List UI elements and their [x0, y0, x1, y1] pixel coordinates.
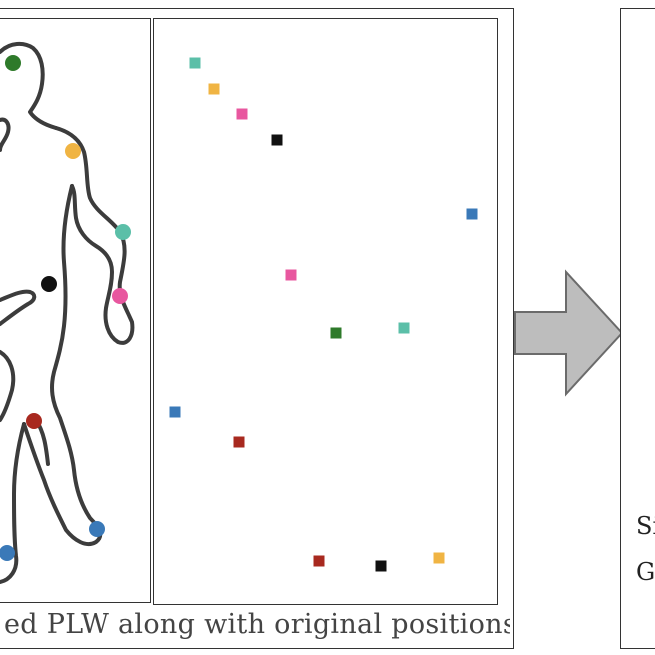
fragment-label-top: Si: [636, 512, 655, 540]
scattered-red-2: [313, 555, 325, 567]
scattered-red-1: [233, 436, 245, 448]
caption-text: ed PLW along with original positions: [0, 603, 510, 647]
head-marker: [5, 55, 21, 71]
hip-marker: [41, 276, 57, 292]
walker-silhouette: [0, 41, 135, 584]
scattered-black-1: [271, 134, 283, 146]
scattered-orange-2: [433, 552, 445, 564]
scattered-blue-2: [169, 406, 181, 418]
elbow-marker: [115, 224, 131, 240]
scattered-blue-1: [466, 208, 478, 220]
knee-marker: [26, 413, 42, 429]
scattered-teal-1: [189, 57, 201, 69]
wrist-marker: [112, 288, 128, 304]
scattered-teal-2: [398, 322, 410, 334]
shoulder-marker: [65, 143, 81, 159]
scattered-points-panel: [153, 18, 498, 605]
third-panel-frame: [620, 8, 655, 649]
scattered-orange-1: [208, 83, 220, 95]
fragment-label-bottom: G: [636, 558, 655, 586]
ankle-marker-right: [89, 521, 105, 537]
scattered-black-2: [375, 560, 387, 572]
ankle-marker-left: [0, 545, 15, 561]
caption-label: ed PLW along with original positions: [4, 609, 510, 640]
right-arrow-icon: [514, 269, 624, 397]
scattered-pink-2: [285, 269, 297, 281]
scattered-green-1: [330, 327, 342, 339]
scattered-pink-1: [236, 108, 248, 120]
